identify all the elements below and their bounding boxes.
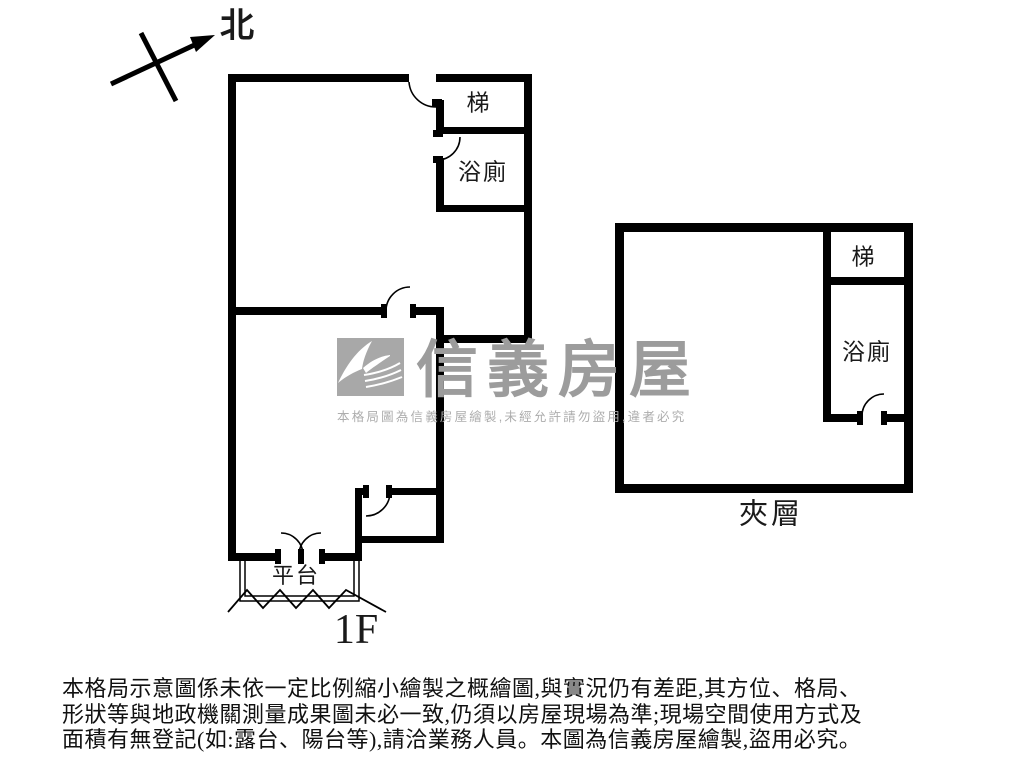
floor1-door-arcs [280, 81, 461, 556]
floor1-platform-label: 平台 [271, 563, 321, 588]
disclaimer-text: 本格局示意圖係未依一定比例縮小繪製之概繪圖,與實況仍有差距,其方位、格局、 形狀… [62, 676, 862, 753]
sinyi-logo-icon [337, 338, 404, 396]
mezzanine-walls [615, 223, 913, 493]
disclaimer-line-1: 本格局示意圖係未依一定比例縮小繪製之概繪圖,與實況仍有差距,其方位、格局、 [62, 676, 862, 701]
disclaimer-line-3: 面積有無登記(如:露台、陽台等),請洽業務人員。本圖為信義房屋繪製,盜用必究。 [62, 727, 862, 752]
watermark-brand: 信義房屋 [416, 336, 701, 405]
platform-outline [227, 561, 387, 613]
mezzanine-door-posts [857, 411, 887, 425]
floor1-stairs-label: 梯 [466, 90, 492, 116]
watermark-notice: 本格局圖為信義房屋繪製,未經允許請勿盜用,違者必究 [337, 410, 687, 424]
floor1-title: 1F [333, 607, 379, 653]
mezzanine-bathroom-label: 浴廁 [842, 339, 892, 365]
floor1-walls [228, 74, 532, 561]
floor1-bathroom-label: 浴廁 [458, 159, 508, 185]
mezzanine-stairs-label: 梯 [851, 244, 877, 270]
north-arrow-icon [109, 31, 215, 103]
mezzanine-door-arcs [861, 393, 885, 417]
mezzanine-title: 夾層 [738, 498, 804, 531]
disclaimer-line-2: 形狀等與地政機關測量成果圖未必一致,仍須以房屋現場為準;現場空間使用方式及 [62, 701, 863, 727]
north-label: 北 [220, 8, 254, 45]
